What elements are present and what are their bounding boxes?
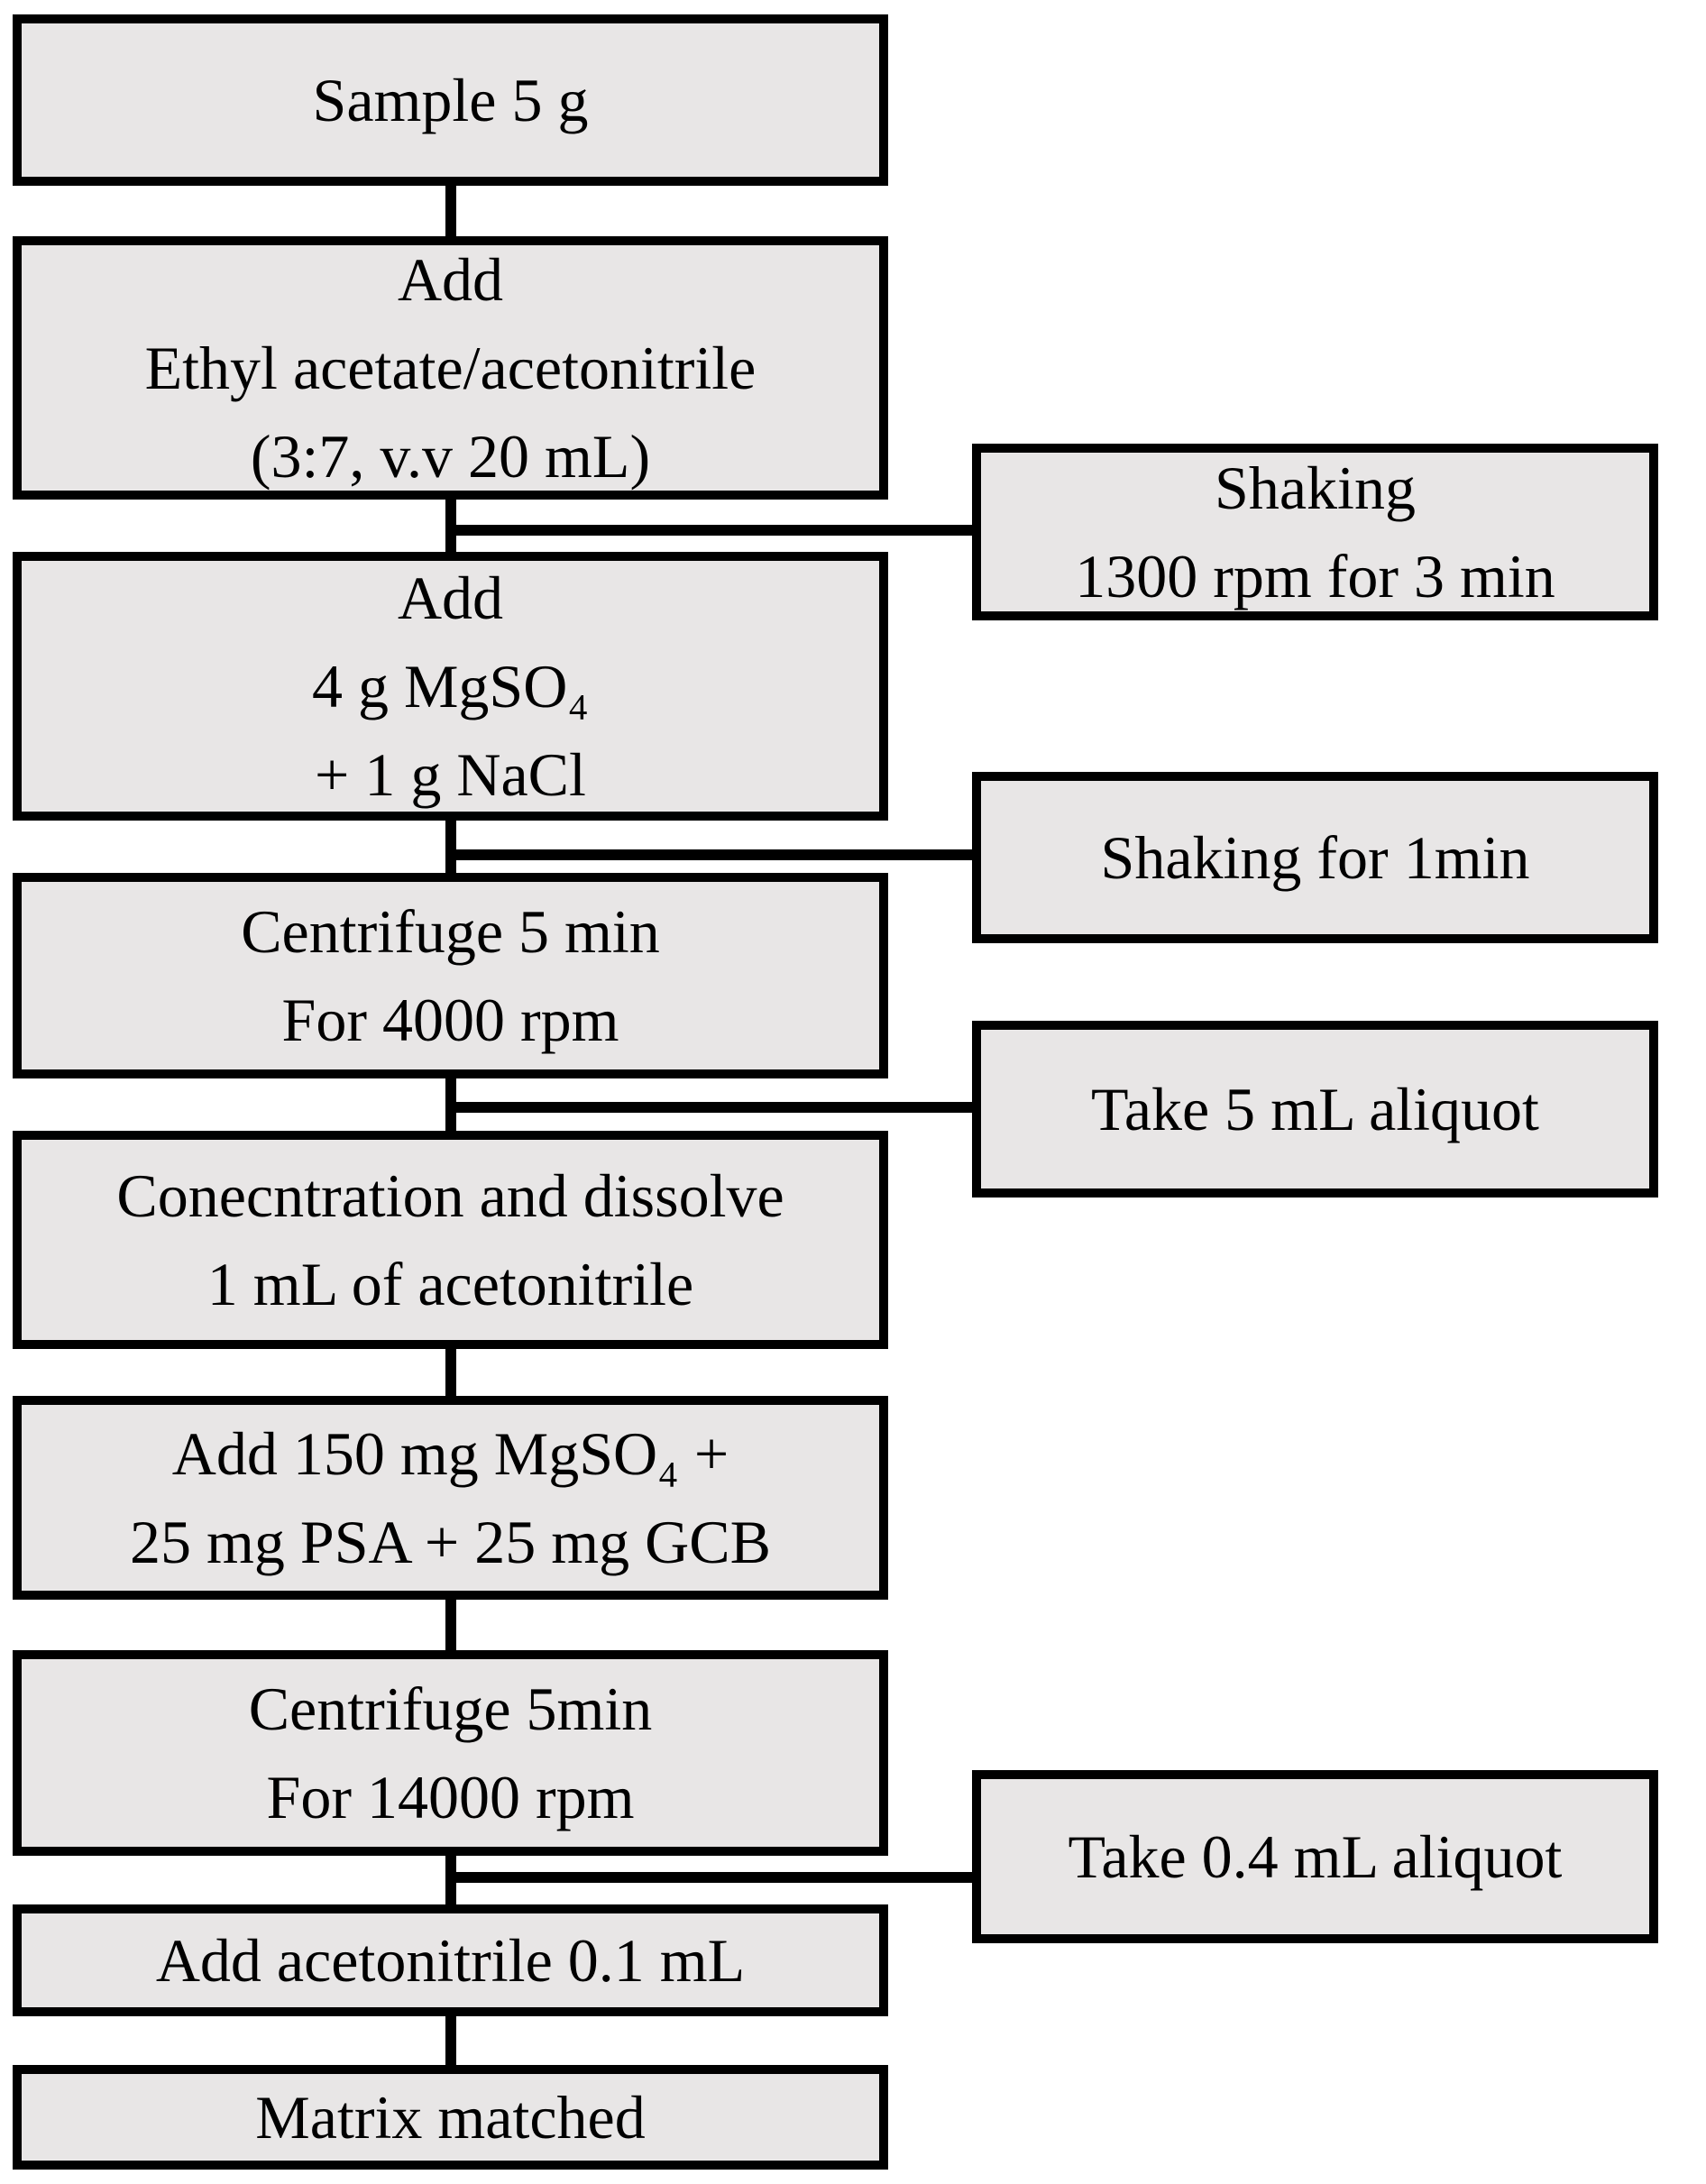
branch-line (451, 849, 972, 860)
step-add-solvent: Add Ethyl acetate/acetonitrile (3:7, v.v… (13, 236, 888, 500)
step-label: 4 g MgSO₄ (311, 652, 590, 720)
side-label: Shaking (1215, 454, 1416, 522)
step-label: Matrix matched (255, 2083, 646, 2152)
branch-line (451, 1872, 972, 1883)
step-sample: Sample 5 g (13, 14, 888, 186)
step-centrifuge-4000: Centrifuge 5 min For 4000 rpm (13, 873, 888, 1078)
step-label: (3:7, v.v 20 mL) (250, 422, 651, 491)
step-label: Sample 5 g (312, 66, 589, 134)
side-take-04ml-aliquot: Take 0.4 mL aliquot (972, 1770, 1658, 1943)
step-label: Conecntration and dissolve (116, 1161, 784, 1230)
step-add-acetonitrile: Add acetonitrile 0.1 mL (13, 1904, 888, 2016)
connector-line (445, 1600, 456, 1650)
step-label: Add (397, 245, 504, 314)
step-label: For 14000 rpm (266, 1763, 635, 1831)
step-label: Centrifuge 5 min (241, 897, 660, 966)
branch-line (451, 525, 972, 536)
step-label: Ethyl acetate/acetonitrile (144, 334, 757, 402)
side-take-5ml-aliquot: Take 5 mL aliquot (972, 1021, 1658, 1198)
side-shaking-1min: Shaking for 1min (972, 772, 1658, 943)
step-add-sorbents: Add 150 mg MgSO₄ + 25 mg PSA + 25 mg GCB (13, 1396, 888, 1600)
step-concentration: Conecntration and dissolve 1 mL of aceto… (13, 1131, 888, 1349)
step-label: 25 mg PSA + 25 mg GCB (130, 1508, 771, 1576)
connector-line (445, 186, 456, 236)
connector-line (445, 821, 456, 873)
side-label: Take 0.4 mL aliquot (1068, 1822, 1563, 1891)
connector-line (445, 1349, 456, 1396)
side-label: Shaking for 1min (1100, 823, 1530, 892)
side-label: Take 5 mL aliquot (1091, 1075, 1539, 1143)
connector-line (445, 2016, 456, 2065)
side-shaking-1300rpm: Shaking 1300 rpm for 3 min (972, 444, 1658, 620)
branch-line (451, 1102, 972, 1113)
step-matrix-matched: Matrix matched (13, 2065, 888, 2170)
step-label: For 4000 rpm (281, 986, 619, 1054)
step-label: 1 mL of acetonitrile (206, 1250, 694, 1318)
step-add-salts: Add 4 g MgSO₄ + 1 g NaCl (13, 552, 888, 821)
side-label: 1300 rpm for 3 min (1075, 542, 1555, 610)
step-centrifuge-14000: Centrifuge 5min For 14000 rpm (13, 1650, 888, 1856)
step-label: Add 150 mg MgSO₄ + (171, 1419, 729, 1488)
step-label: + 1 g NaCl (315, 740, 586, 809)
step-label: Add (397, 564, 504, 632)
step-label: Centrifuge 5min (248, 1675, 653, 1743)
step-label: Add acetonitrile 0.1 mL (155, 1926, 746, 1995)
